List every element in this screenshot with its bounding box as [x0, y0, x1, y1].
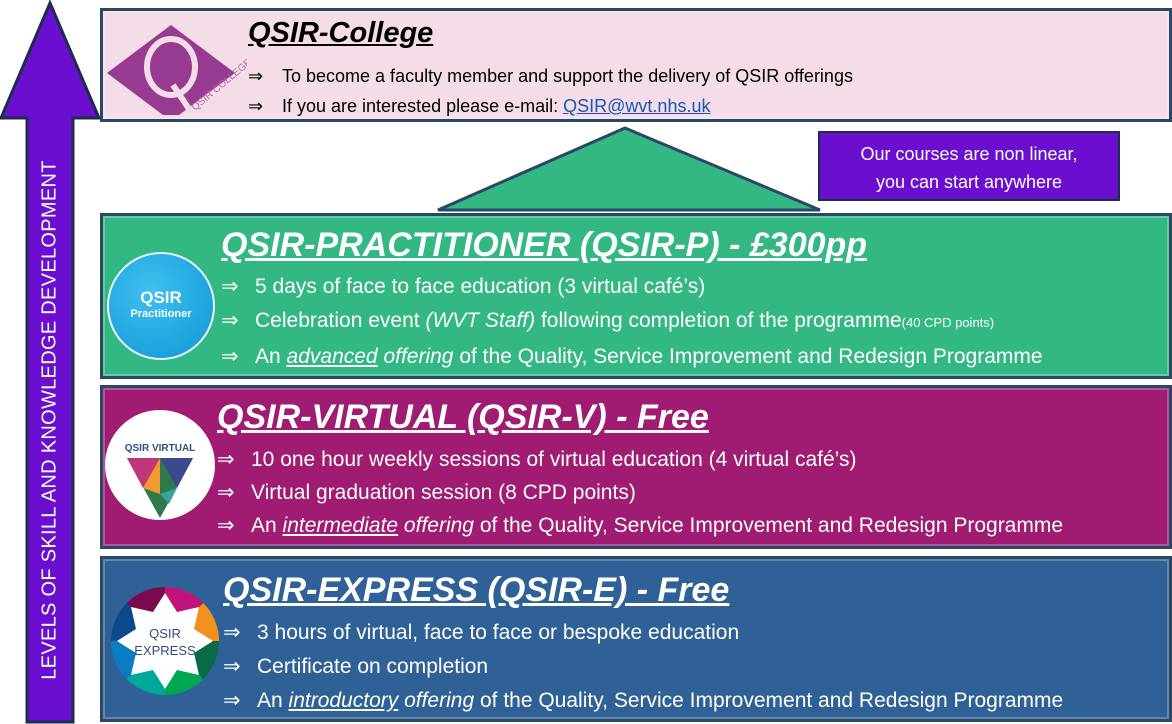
college-bullet: To become a faculty member and support t…: [282, 66, 853, 86]
progression-arrow: [437, 126, 821, 212]
level-word: advanced: [286, 345, 378, 368]
bullet: An: [257, 689, 289, 712]
side-label: LEVELS OF SKILL AND KNOWLEDGE DEVELOPMEN…: [38, 160, 61, 680]
level-word: intermediate: [282, 514, 399, 537]
virtual-title: QSIR-VIRTUAL (QSIR-V) - Free: [217, 398, 709, 436]
level-word: introductory: [288, 689, 399, 712]
bullet: 5 days of face to face education (3 virt…: [255, 275, 706, 298]
bullet: An: [255, 345, 287, 368]
skill-level-arrow: [0, 0, 102, 724]
bullet: offering: [398, 689, 475, 712]
arrow-icon: ⇒: [223, 621, 241, 644]
callout-line: Our courses are non linear,: [860, 144, 1078, 164]
callout-line: you can start anywhere: [875, 172, 1063, 192]
arrow-icon: ⇒: [221, 345, 239, 368]
email-link[interactable]: QSIR@wvt.nhs.uk: [563, 96, 711, 116]
logo-text: QSIR: [140, 288, 182, 307]
cpd-note: (40 CPD points): [901, 315, 995, 330]
practitioner-logo: QSIR Practitioner: [107, 252, 215, 360]
arrow-icon: ⇒: [223, 689, 241, 712]
arrow-icon: ⇒: [221, 309, 239, 332]
college-bullet: If you are interested please e-mail:: [282, 96, 564, 116]
college-panel: QSIR COLLEGE QSIR-College ⇒ To become a f…: [100, 8, 1172, 122]
arrow-icon: ⇒: [217, 481, 235, 504]
arrow-icon: ⇒: [217, 514, 235, 537]
arrow-icon: ⇒: [221, 275, 239, 298]
practitioner-title: QSIR-PRACTITIONER (QSIR-P) - £300pp: [221, 226, 868, 264]
logo-text: QSIR VIRTUAL: [124, 443, 196, 454]
v-logo-icon: [127, 458, 193, 518]
bullet: An: [251, 514, 283, 537]
express-title: QSIR-EXPRESS (QSIR-E) - Free: [223, 571, 730, 609]
bullet: Celebration event: [255, 309, 426, 332]
virtual-panel: QSIR VIRTUAL QSIR-VIRTUAL (QSIR-V) - Fre…: [100, 385, 1172, 549]
logo-text: EXPRESS: [134, 643, 196, 658]
logo-text: QSIR: [149, 626, 181, 641]
callout-box: Our courses are non linear, you can star…: [818, 131, 1120, 201]
bullet: of the Quality, Service Improvement and …: [453, 345, 1043, 368]
bullet: Virtual graduation session (8 CPD points…: [251, 481, 636, 504]
practitioner-panel: QSIR Practitioner QSIR-PRACTITIONER (QSI…: [100, 213, 1172, 379]
bullet: Certificate on completion: [257, 655, 489, 678]
bullet: offering: [377, 345, 454, 368]
bullet: following completion of the programme: [535, 309, 902, 332]
virtual-logo: QSIR VIRTUAL: [105, 410, 215, 520]
star-icon: [117, 593, 213, 689]
arrow-icon: ⇒: [223, 655, 241, 678]
bullet: 3 hours of virtual, face to face or besp…: [257, 621, 740, 644]
bullet: of the Quality, Service Improvement and …: [473, 514, 1064, 537]
logo-text: Practitioner: [130, 308, 192, 320]
bullet-em: (WVT Staff): [425, 309, 536, 332]
arrow-icon: ⇒: [217, 448, 235, 471]
arrow-icon: ⇒: [248, 96, 264, 116]
arrow-icon: ⇒: [248, 66, 264, 86]
bullet: of the Quality, Service Improvement and …: [474, 689, 1064, 712]
bullet: offering: [398, 514, 474, 537]
college-title: QSIR-College: [248, 17, 434, 49]
express-logo: QSIR EXPRESS: [111, 587, 219, 695]
college-logo: QSIR COLLEGE: [107, 25, 247, 115]
express-panel: QSIR EXPRESS QSIR-EXPRESS (QSIR-E) - Fre…: [100, 556, 1172, 722]
bullet: 10 one hour weekly sessions of virtual e…: [251, 448, 857, 471]
